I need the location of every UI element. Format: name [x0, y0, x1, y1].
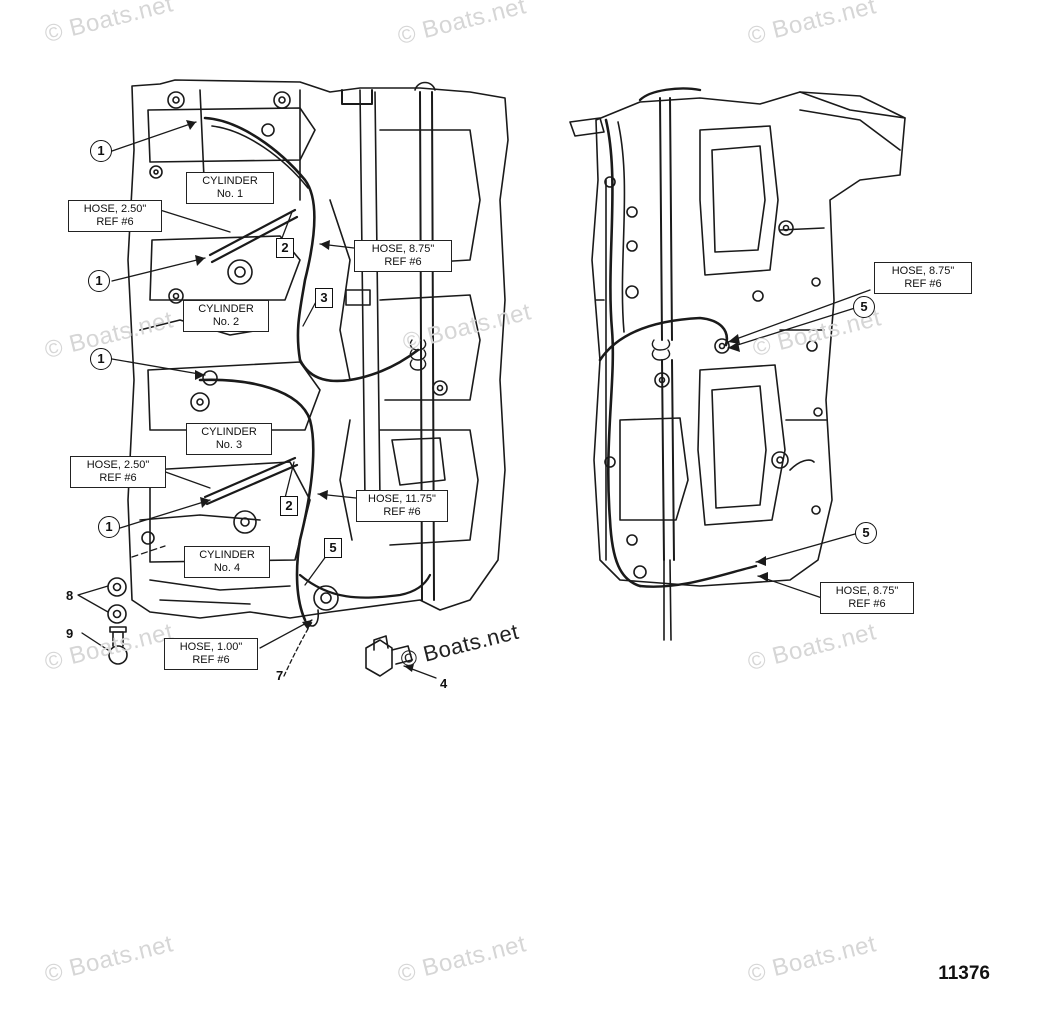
cylinder-label-1-line2: No. 1 [216, 188, 244, 200]
hose-label-8-75-left-line2: REF #6 [384, 256, 422, 268]
hose-label-1-00-line1: HOSE, 1.00" [179, 641, 243, 653]
hose-label-1-00: HOSE, 1.00" REF #6 [164, 638, 258, 670]
hose-label-8-75-right-lower: HOSE, 8.75" REF #6 [820, 582, 914, 614]
callout-1-c: 1 [90, 348, 112, 370]
hose-label-2-50-lower: HOSE, 2.50" REF #6 [70, 456, 166, 488]
cylinder-label-3-line2: No. 3 [215, 439, 243, 451]
left-engine-block [107, 79, 509, 677]
callout-7: 7 [276, 668, 284, 683]
callout-9: 9 [66, 626, 74, 641]
hose-label-1-00-line2: REF #6 [192, 654, 230, 666]
callout-1-a: 1 [90, 140, 112, 162]
hose-label-8-75-right-upper-line1: HOSE, 8.75" [891, 265, 955, 277]
hose-label-2-50-lower-line1: HOSE, 2.50" [86, 459, 150, 471]
cylinder-label-3: CYLINDER No. 3 [186, 423, 272, 455]
cylinder-label-4-line1: CYLINDER [199, 549, 255, 561]
cylinder-label-4: CYLINDER No. 4 [184, 546, 270, 578]
right-leader-lines [727, 289, 871, 599]
cylinder-label-2-line1: CYLINDER [198, 303, 254, 315]
callout-8: 8 [66, 588, 74, 603]
hose-label-2-50-upper-line1: HOSE, 2.50" [83, 203, 147, 215]
hose-label-2-50-upper-line2: REF #6 [96, 216, 134, 228]
callout-5-right-lower: 5 [855, 522, 877, 544]
hose-label-8-75-right-lower-line2: REF #6 [848, 598, 886, 610]
cylinder-label-2: CYLINDER No. 2 [183, 300, 269, 332]
callout-2-upper: 2 [276, 238, 294, 258]
callout-5-left: 5 [324, 538, 342, 558]
hose-label-8-75-left-line1: HOSE, 8.75" [371, 243, 435, 255]
hose-label-11-75-line2: REF #6 [383, 506, 421, 518]
callout-4: 4 [440, 676, 448, 691]
callout-1-d: 1 [98, 516, 120, 538]
cylinder-label-1: CYLINDER No. 1 [186, 172, 274, 204]
hose-label-8-75-right-lower-line1: HOSE, 8.75" [835, 585, 899, 597]
hose-label-2-50-upper: HOSE, 2.50" REF #6 [68, 200, 162, 232]
hose-label-8-75-right-upper-line2: REF #6 [904, 278, 942, 290]
right-engine-block [569, 87, 906, 641]
callout-5-right-upper: 5 [853, 296, 875, 318]
drawing-number: 11376 [938, 963, 990, 984]
hose-label-2-50-lower-line2: REF #6 [99, 472, 137, 484]
callout-3: 3 [315, 288, 333, 308]
callout-1-b: 1 [88, 270, 110, 292]
cylinder-label-2-line2: No. 2 [212, 316, 240, 328]
cylinder-label-1-line1: CYLINDER [202, 175, 258, 187]
hose-label-8-75-right-upper: HOSE, 8.75" REF #6 [874, 262, 972, 294]
callout-2-lower: 2 [280, 496, 298, 516]
hose-label-8-75-left: HOSE, 8.75" REF #6 [354, 240, 452, 272]
cylinder-label-4-line2: No. 4 [213, 562, 241, 574]
cylinder-label-3-line1: CYLINDER [201, 426, 257, 438]
hose-label-11-75-line1: HOSE, 11.75" [368, 493, 436, 505]
hose-label-11-75: HOSE, 11.75" REF #6 [356, 490, 448, 522]
